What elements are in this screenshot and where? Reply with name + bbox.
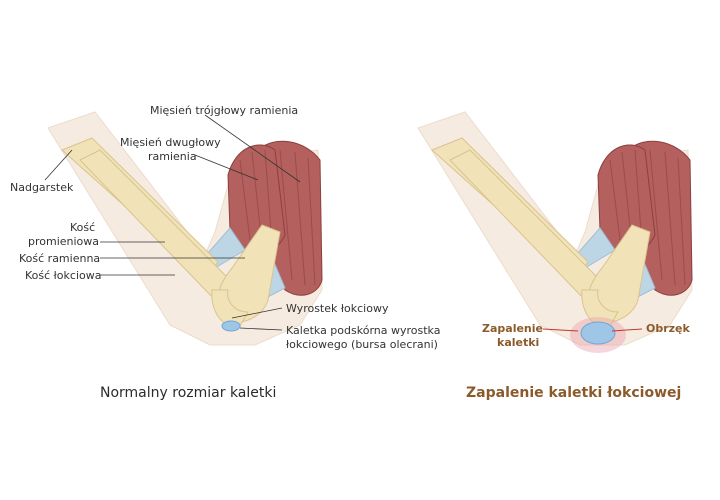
- caption-bursitis: Zapalenie kaletki łokciowej: [466, 385, 682, 401]
- right-bursa-inflamed: [580, 321, 616, 345]
- left-leader-lines: [44, 114, 301, 331]
- right-olecranon: [581, 289, 619, 327]
- label-inflammation-line1: Zapalenie: [482, 322, 543, 335]
- right-leader-lines: [542, 328, 643, 332]
- label-biceps-line2: ramienia: [148, 150, 197, 163]
- label-humerus: Kość ramienna: [19, 252, 101, 265]
- left-bursa-normal: [221, 320, 241, 332]
- label-swelling: Obrzęk: [646, 322, 690, 335]
- label-olecranon: Wyrostek łokciowy: [286, 302, 389, 315]
- label-ulna: Kość łokciowa: [25, 269, 102, 282]
- bursitis-elbow-illustration: [417, 111, 693, 353]
- label-radius-line2: promieniowa: [28, 235, 100, 248]
- label-bursa-line2: łokciowego (bursa olecrani): [286, 338, 438, 351]
- left-olecranon: [211, 289, 249, 327]
- label-biceps-line1: Mięsień dwugłowy: [120, 136, 221, 149]
- caption-normal: Normalny rozmiar kaletki: [100, 385, 277, 401]
- label-bursa-line1: Kaletka podskórna wyrostka: [286, 324, 441, 337]
- label-wrist: Nadgarstek: [10, 181, 74, 194]
- label-triceps: Mięsień trójgłowy ramienia: [150, 104, 299, 117]
- label-radius-line1: Kość: [70, 221, 96, 234]
- normal-elbow-illustration: [44, 111, 323, 346]
- label-inflammation-line2: kaletki: [497, 336, 540, 349]
